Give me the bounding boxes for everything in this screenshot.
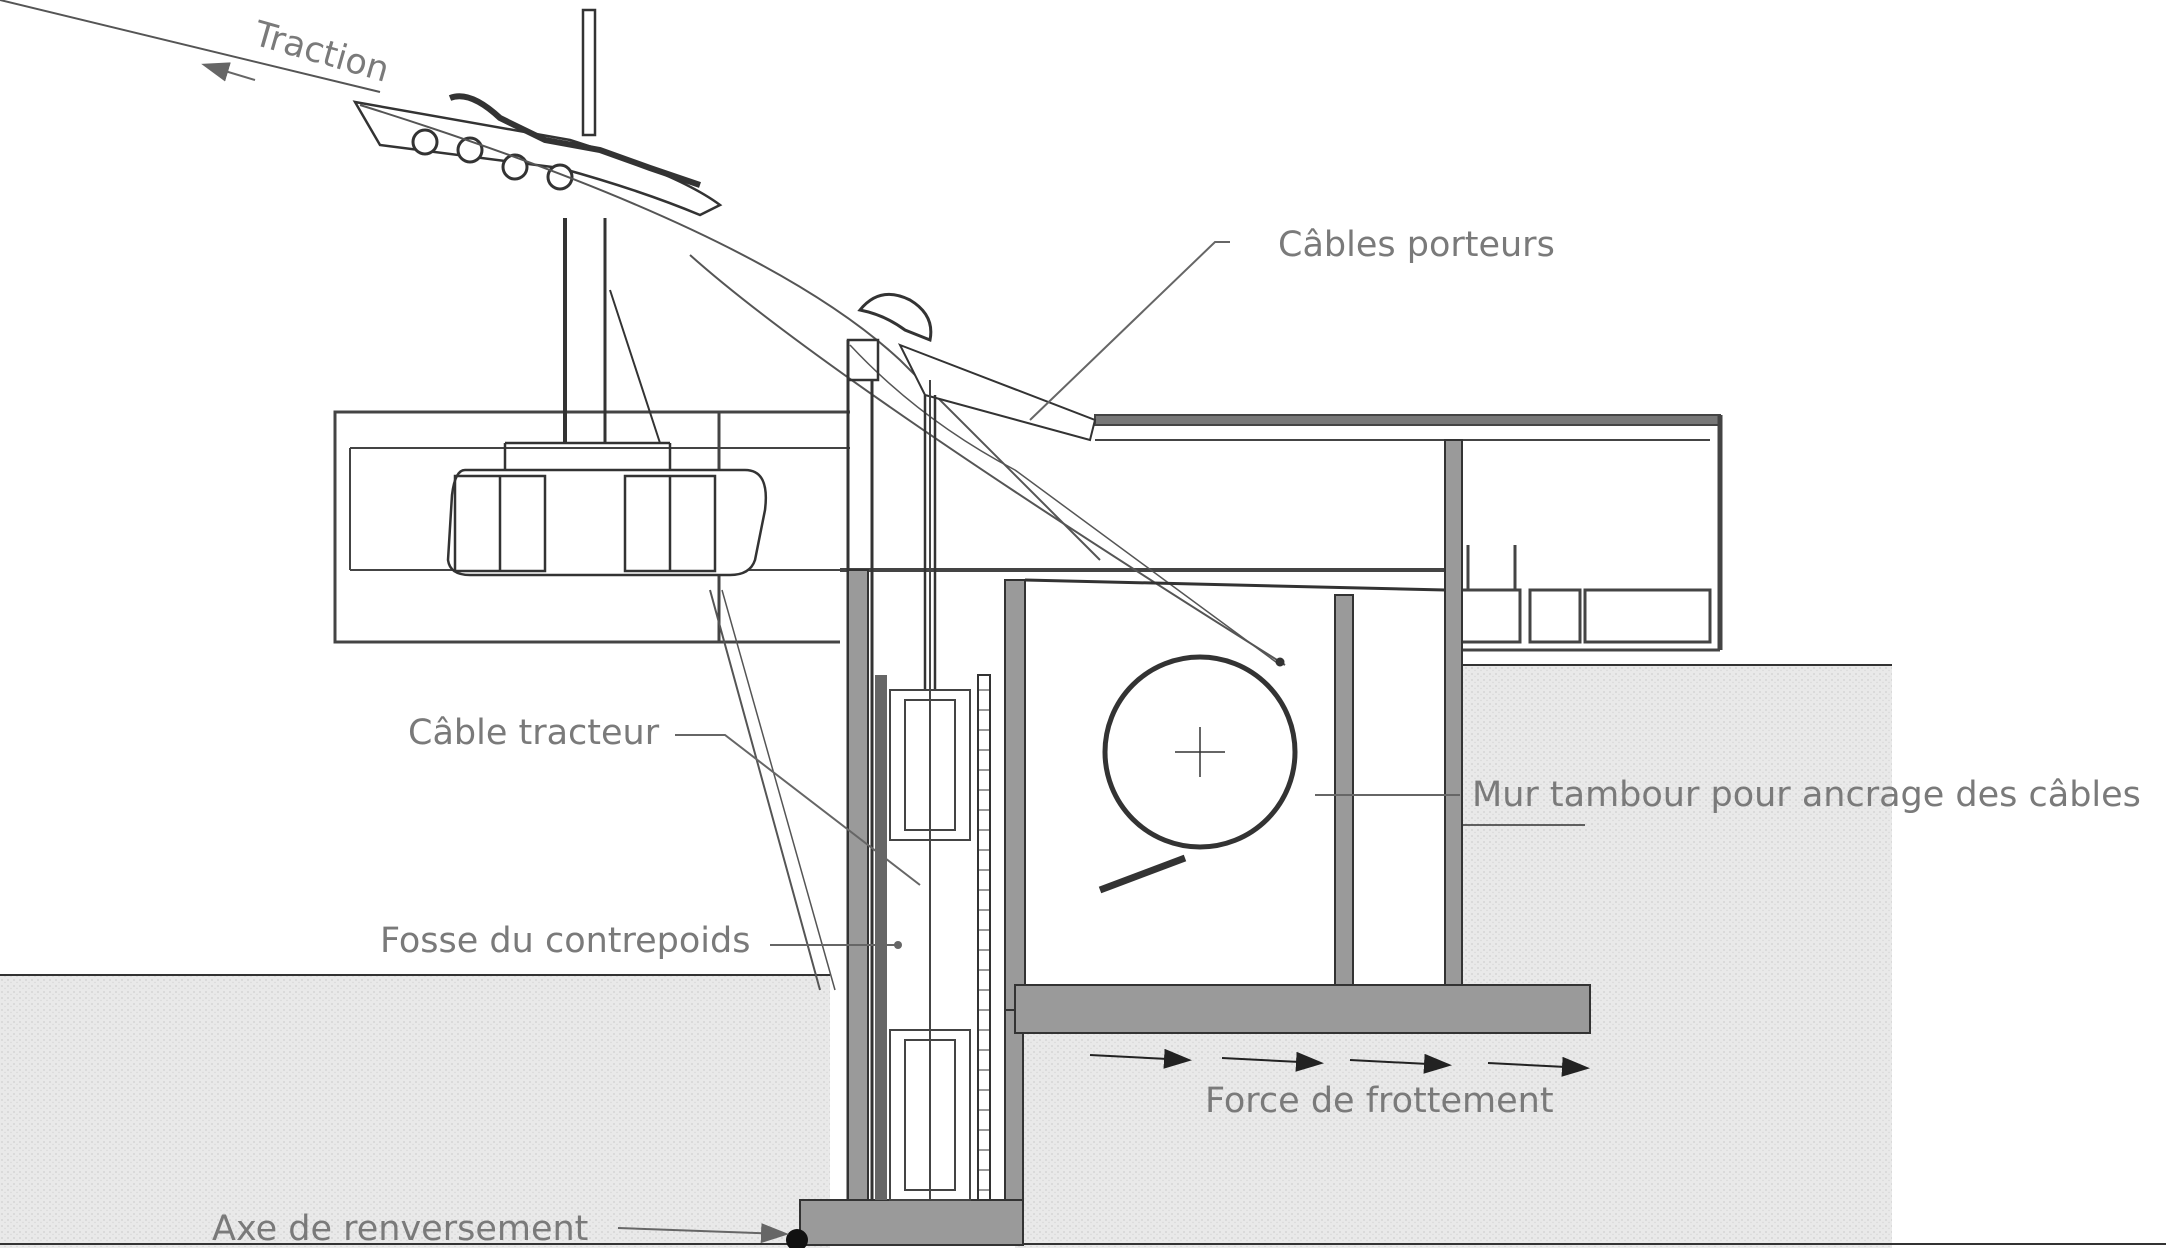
cable-carriage [352,8,723,217]
leader-lines [201,62,1460,1244]
label-cable-tracteur: Câble tracteur [408,713,660,753]
label-mur-tambour: Mur tambour pour ancrage des câbles [1472,775,2141,815]
label-cables-porteurs: Câbles porteurs [1278,225,1555,265]
drum-wall [1098,654,1298,894]
label-traction: Traction [249,14,394,91]
anchor-chamber [1004,439,1591,1034]
label-fosse-contrepoids: Fosse du contrepoids [380,921,750,961]
pit-marker [894,941,902,949]
cables [0,0,1286,991]
ground [0,664,2166,1248]
counterweight-pit [799,380,1024,1246]
label-axe-renversement: Axe de renversement [212,1209,588,1248]
friction-arrows [1089,1048,1590,1077]
cabin [446,218,768,577]
pivot-point [786,1229,808,1251]
deflection-pulley [857,292,1097,442]
label-force-frottement: Force de frottement [1205,1081,1554,1121]
